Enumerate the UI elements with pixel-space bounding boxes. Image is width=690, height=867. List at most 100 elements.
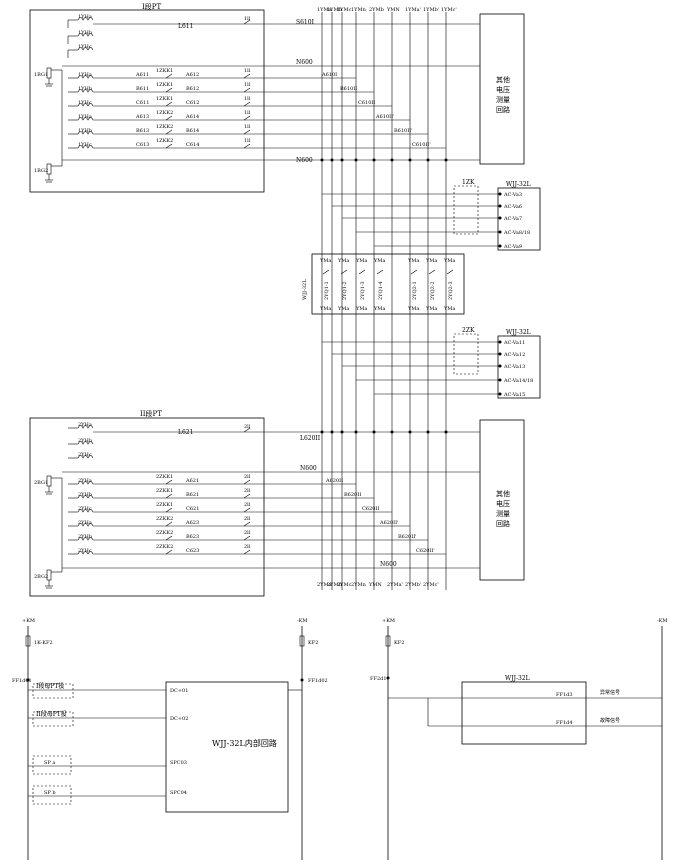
svg-text:-KM: -KM	[297, 618, 308, 624]
pt2-core-row: 2YHb	[68, 438, 94, 445]
svg-text:其他: 其他	[496, 75, 510, 84]
pt2-switch-label: 2ZKK1	[156, 488, 173, 494]
bus-top-label: 1YMb	[327, 7, 342, 13]
pt2-bus-wire-label: C620II	[362, 506, 379, 512]
svg-text:2ZK: 2ZK	[462, 327, 475, 334]
svg-text:2YQ1-2: 2YQ1-2	[342, 281, 348, 300]
bus-bottom-label: 2YMa	[317, 582, 332, 588]
pt1-core-row: 1YHc	[67, 44, 94, 58]
pt2-core-label: 2YHb	[78, 534, 92, 540]
bus-top-label: 1YMa	[317, 7, 332, 13]
svg-text:2YQ2-2: 2YQ2-2	[430, 281, 436, 300]
svg-text:2ll: 2ll	[244, 530, 251, 536]
svg-text:AC-Va14/18: AC-Va14/18	[503, 378, 533, 384]
pt1-bus-wire-label: B610II	[340, 86, 357, 92]
svg-text:AC-Va7: AC-Va7	[503, 216, 522, 222]
relay-2zk: 2ZK WJJ-32L AC-Va11AC-Va12AC-Va13AC-Va14…	[322, 327, 541, 399]
svg-text:1ll: 1ll	[244, 16, 251, 22]
pt1-core-row: 1YHb	[68, 86, 94, 93]
meter-box-2: 其他 电压 测量 回路	[479, 419, 525, 581]
svg-text:WJJ-32L: WJJ-32L	[506, 329, 531, 336]
bus-top-label: 1YMc	[337, 7, 352, 13]
pt2-bus-wire-label: C620II'	[416, 548, 435, 554]
pt1-fuse-label: 1ll	[244, 138, 251, 144]
pt2-ground-1: 2BG1	[34, 475, 53, 495]
relay2-input: AC-Va11	[322, 340, 525, 346]
pt2-core-row: 2YHc	[68, 548, 94, 555]
svg-text:I段母PT投: I段母PT投	[36, 682, 64, 690]
bus-bottom-label: YMN	[368, 582, 382, 588]
bus-top-label: 1YMb'	[423, 7, 439, 13]
pt1-core-label: 1YHc	[78, 100, 92, 106]
bus-vertical-lines	[320, 12, 448, 590]
pt2-core-label: 2YHc	[78, 506, 92, 512]
svg-text:1BG1: 1BG1	[34, 72, 48, 78]
svg-text:+KM: +KM	[22, 618, 35, 624]
pt1-top-wire-label: L611	[178, 23, 193, 30]
svg-text:-KM: -KM	[657, 618, 668, 624]
svg-text:YMa: YMa	[337, 258, 349, 264]
pt1-core-label: 1YHb	[78, 86, 92, 92]
svg-text:YMa: YMa	[373, 306, 385, 312]
pt2-top-wire-bus-label: L620II	[300, 435, 321, 442]
svg-text:1BG2: 1BG2	[34, 168, 48, 174]
bus-top-label: 1YMa'	[405, 7, 421, 13]
svg-text:AC-Va15: AC-Va15	[503, 392, 525, 398]
svg-text:AC-Va11: AC-Va11	[503, 340, 525, 346]
pt2-bus-wire-label: A620II	[325, 478, 343, 484]
svg-text:YMa: YMa	[373, 258, 385, 264]
pt2-frame	[29, 417, 265, 597]
bus-top-label: 1YMc'	[441, 7, 457, 13]
svg-text:WJJ-32L: WJJ-32L	[302, 279, 308, 300]
svg-text:回路: 回路	[496, 519, 510, 528]
svg-text:KF2: KF2	[394, 640, 404, 646]
svg-text:测量: 测量	[496, 96, 510, 104]
svg-text:YMa: YMa	[319, 306, 331, 312]
svg-text:SP a: SP a	[44, 760, 55, 766]
svg-text:YMa: YMa	[443, 306, 455, 312]
pt1-fuse-label: 1ll	[244, 110, 251, 116]
pt2-title: II段PT	[140, 409, 162, 418]
pt1-right-wire-label: B614	[186, 128, 199, 134]
pt2-right-wire-label: C623	[186, 548, 199, 554]
pt1-left-wire-label: B613	[136, 128, 149, 134]
pt1-switch-label: 1ZKK1	[156, 68, 173, 74]
bus-top-label: 2YMb	[369, 7, 384, 13]
pt2-core-label: 2YHc	[78, 452, 92, 458]
svg-text:YMa: YMa	[319, 258, 331, 264]
bus-top-label: 1YMn	[351, 7, 367, 13]
pt2-core-row: 2YHb	[68, 492, 94, 499]
pt2-right-wire-label: C621	[186, 506, 199, 512]
pt1-switch-label: 1ZKK2	[156, 138, 173, 144]
pt1-right-wire-label: A614	[185, 114, 199, 120]
pt2-right-wire-label: A623	[185, 520, 199, 526]
svg-text:2BG1: 2BG1	[34, 480, 48, 486]
pt2-core-label: 2YHa	[78, 478, 92, 484]
pt2-right-wire-label: B623	[186, 534, 199, 540]
pt1-core-label: 1YHa	[78, 72, 92, 78]
bus-top-label: YMN	[386, 7, 400, 13]
svg-text:YMa: YMa	[355, 258, 367, 264]
svg-text:FF1d01: FF1d01	[12, 678, 32, 684]
svg-text:II段母PT投: II段母PT投	[36, 710, 67, 718]
pt1-ground-1: 1BG1	[34, 67, 53, 87]
pt1-switch-label: 1ZKK2	[156, 110, 173, 116]
pt1-left-wire-label: A613	[135, 114, 149, 120]
pt1-core-row: 1YHa	[68, 72, 94, 79]
svg-text:YMa: YMa	[425, 306, 437, 312]
pt2-switch-label: 2ZKK1	[156, 474, 173, 480]
pt1-title: I段PT	[142, 2, 161, 11]
svg-text:AC-Va8/18: AC-Va8/18	[503, 230, 530, 236]
pt2-bus-wire-label: A620II'	[379, 520, 398, 526]
pt1-fuse-label: 1ll	[244, 96, 251, 102]
pt2-switch-label: 2ZKK2	[156, 544, 173, 550]
svg-text:电压: 电压	[496, 499, 510, 508]
